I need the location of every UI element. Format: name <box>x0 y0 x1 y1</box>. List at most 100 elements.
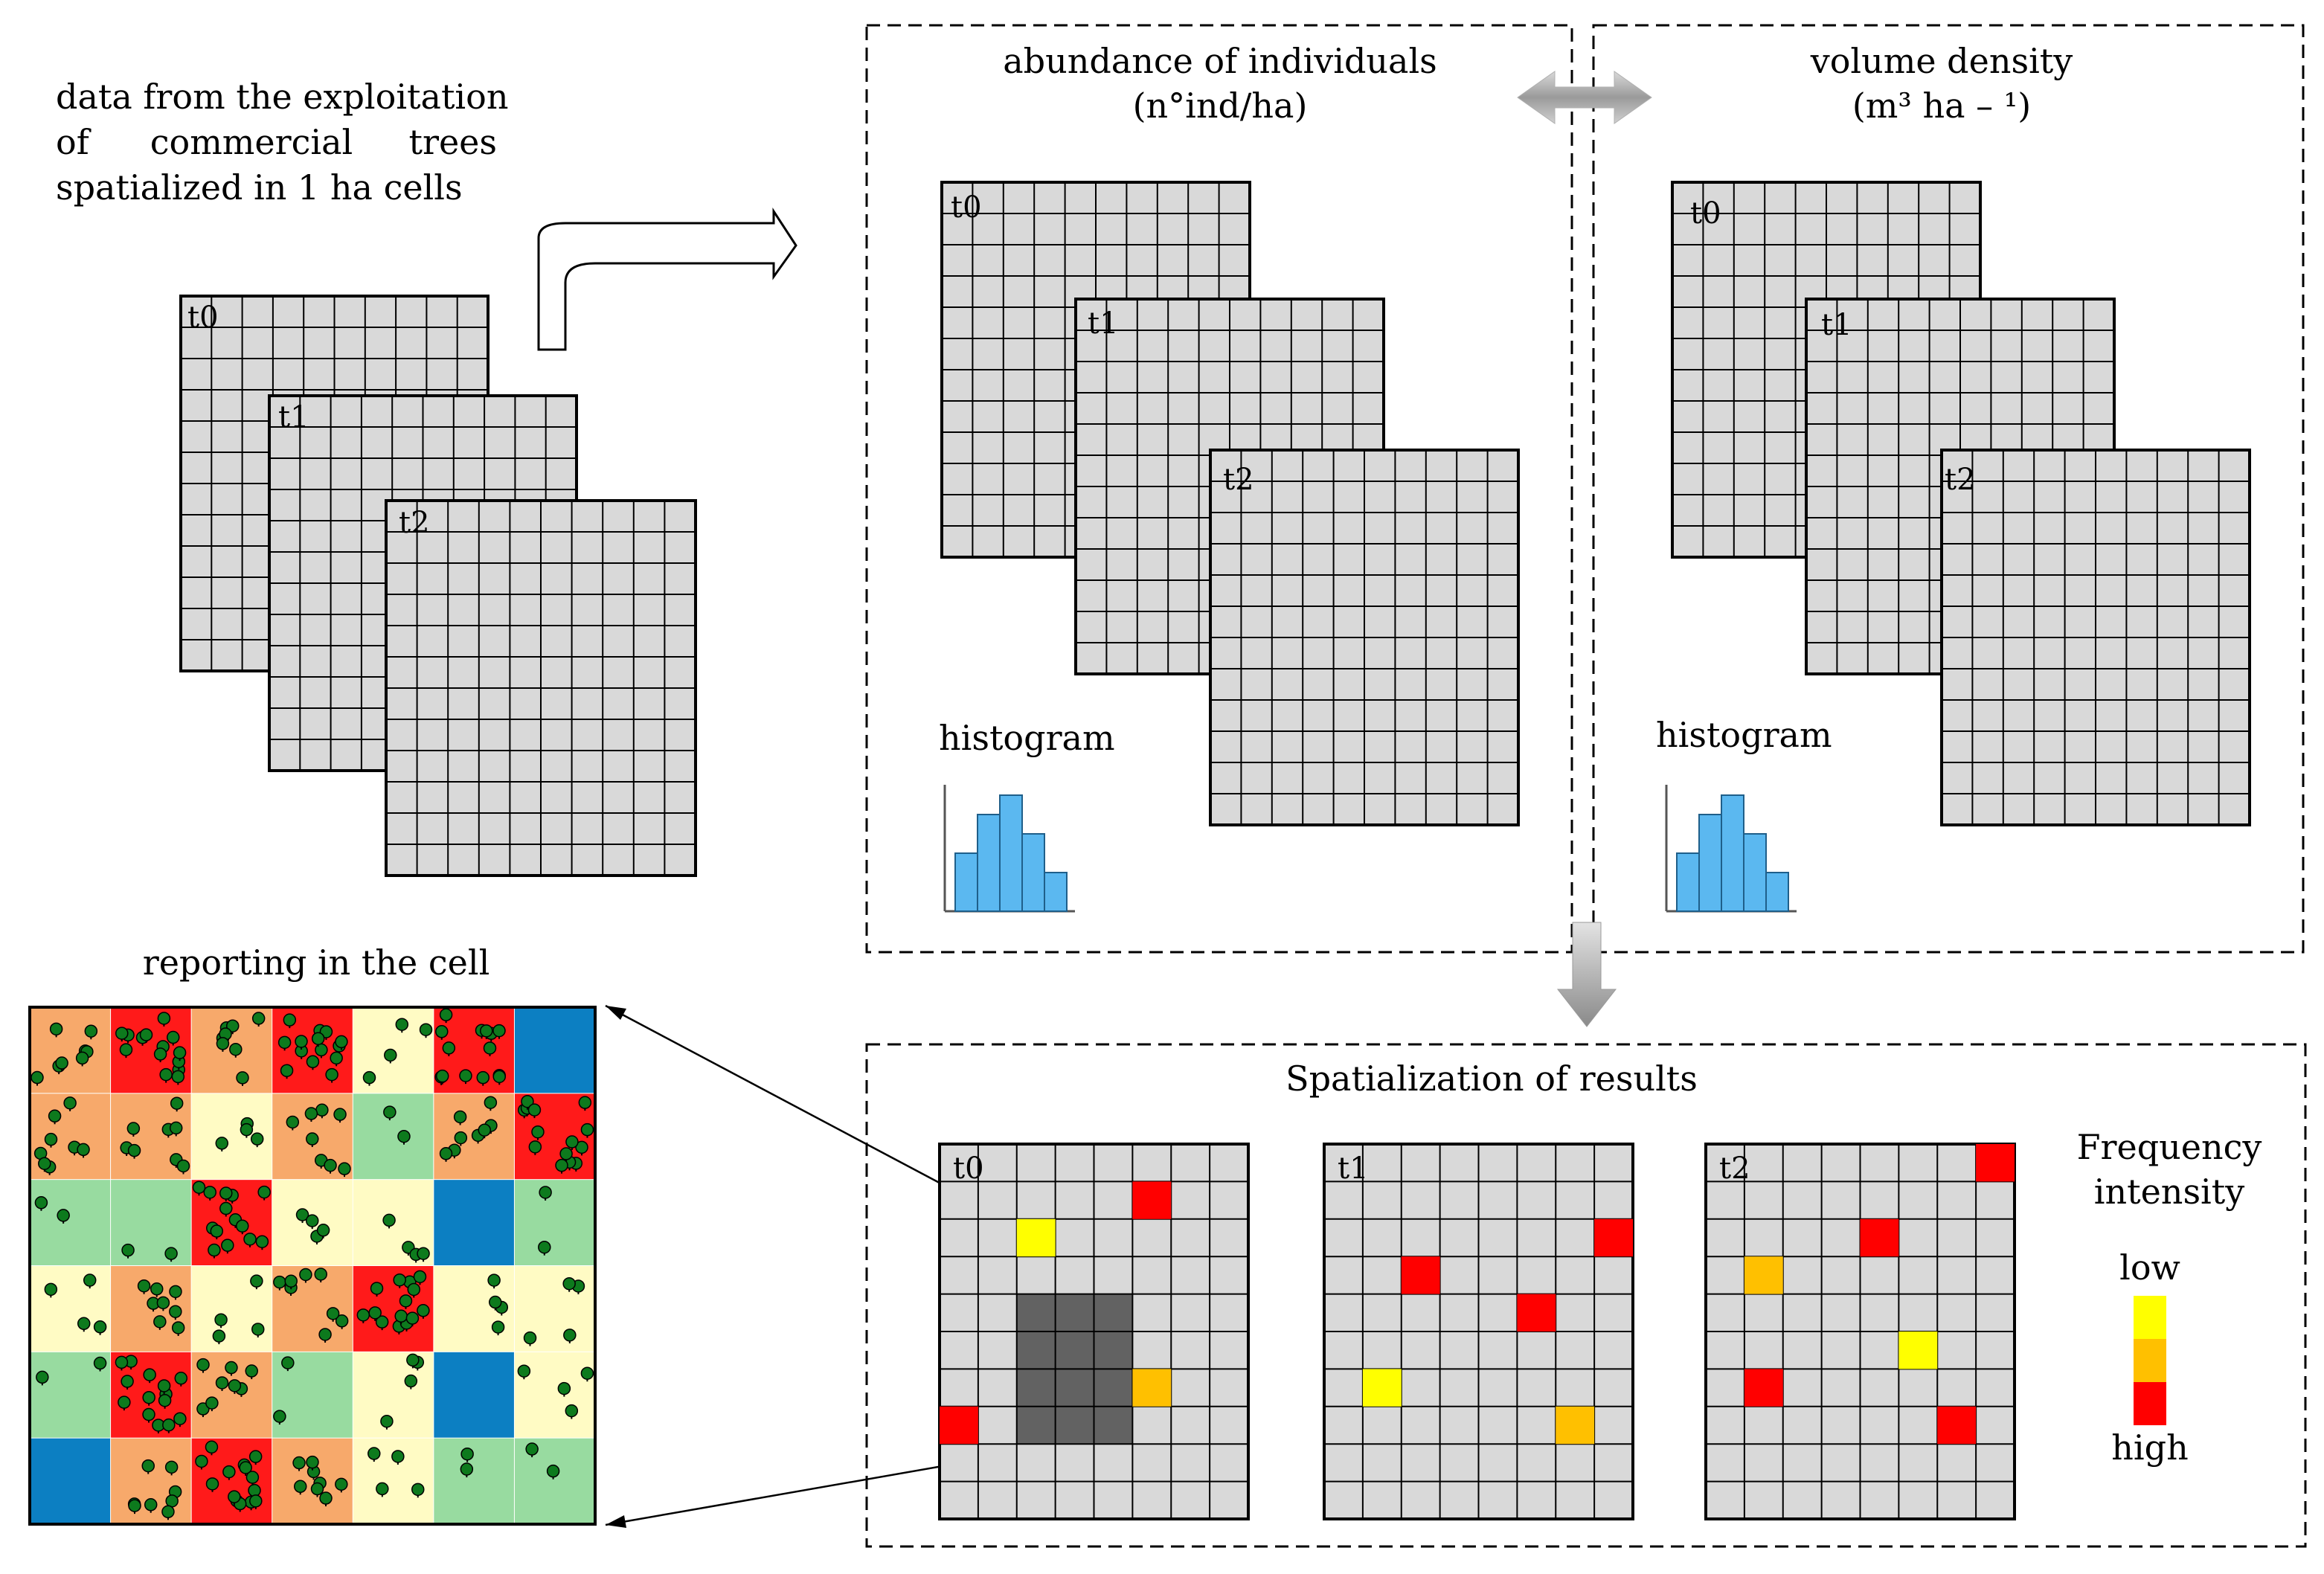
tree-icon <box>115 1027 129 1040</box>
result-cell <box>1517 1294 1556 1332</box>
tree-icon <box>395 1018 409 1031</box>
grid-layer-t2: t2 <box>1940 449 2251 826</box>
tree-icon <box>404 1374 418 1388</box>
tree-icon <box>139 1028 153 1041</box>
tree-icon <box>49 1022 63 1036</box>
highlight-window <box>1016 1294 1133 1445</box>
tree-icon <box>137 1279 151 1293</box>
tree-icon <box>240 1122 254 1137</box>
tree-icon <box>478 1123 492 1137</box>
tree-icon <box>225 1361 238 1375</box>
grid-time-label: t0 <box>187 301 219 335</box>
result-cell <box>940 1406 978 1445</box>
tree-icon <box>229 1042 243 1056</box>
connector-arrowhead <box>606 1006 626 1020</box>
tree-icon <box>476 1070 490 1085</box>
legend-high-label: high <box>2111 1427 2188 1468</box>
tree-icon <box>239 1461 252 1474</box>
tree-icon <box>538 1240 551 1254</box>
grid-layer-t2: t2 <box>385 499 697 877</box>
histogram-icon <box>1665 785 1797 913</box>
tree-icon <box>460 1447 474 1461</box>
tree-icon <box>250 1132 264 1146</box>
tree-icon <box>559 1147 573 1160</box>
tree-icon <box>492 1024 506 1038</box>
tree-icon <box>93 1320 107 1334</box>
tree-icon <box>375 1315 389 1329</box>
intro-word-of: of <box>56 122 92 162</box>
tree-icon <box>118 1395 131 1409</box>
tree-icon <box>119 1043 133 1056</box>
tree-icon <box>159 1067 173 1082</box>
result-cell <box>1132 1369 1172 1407</box>
spatialization-title: Spatialization of results <box>1285 1059 1698 1099</box>
tree-icon <box>367 1447 381 1460</box>
legend-high-swatch <box>2134 1382 2166 1425</box>
tree-icon <box>250 1274 263 1288</box>
tree-icon <box>195 1454 208 1468</box>
volume-title: volume density <box>1810 41 2073 81</box>
tree-icon <box>383 1105 397 1119</box>
volume-panel-frame <box>1592 24 2305 954</box>
tree-icon <box>84 1024 98 1038</box>
tree-icon <box>299 1268 312 1282</box>
tree-icon <box>306 1455 319 1469</box>
tree-icon <box>153 1315 167 1329</box>
tree-icon <box>286 1115 300 1129</box>
tree-icon <box>575 1140 588 1154</box>
abundance-title: abundance of individuals <box>1003 41 1437 81</box>
tree-icon <box>453 1110 467 1124</box>
tree-icon <box>310 1482 324 1496</box>
tree-icon <box>75 1051 89 1065</box>
tree-icon <box>546 1464 560 1478</box>
map-cell <box>190 1437 273 1525</box>
tree-icon <box>121 1375 134 1388</box>
tree-icon <box>305 1214 319 1227</box>
tree-icon <box>523 1331 537 1345</box>
tree-icon <box>158 1393 172 1407</box>
histogram-label: histogram <box>1656 715 1832 755</box>
tree-icon <box>161 1505 175 1519</box>
tree-icon <box>164 1460 179 1474</box>
result-cell <box>1401 1256 1440 1294</box>
tree-icon <box>203 1186 216 1199</box>
abundance-unit: (n°ind/ha) <box>1133 86 1308 126</box>
result-cell <box>1860 1218 1899 1257</box>
tree-icon <box>330 1051 343 1065</box>
map-cell <box>352 1437 434 1525</box>
abundance-panel-frame <box>865 24 1573 954</box>
tree-icon <box>173 1412 187 1425</box>
grid-time-label: t2 <box>1945 463 1976 497</box>
tree-icon <box>565 1135 579 1149</box>
tree-icon <box>208 1243 221 1257</box>
tree-icon <box>192 1180 206 1194</box>
tree-icon <box>157 1379 171 1392</box>
tree-icon <box>417 1247 430 1260</box>
tree-icon <box>215 1137 229 1150</box>
grid-time-label: t0 <box>953 1151 984 1186</box>
tree-icon <box>393 1273 406 1287</box>
spatialization-frame <box>865 1043 2307 1548</box>
input-grid-stack: t0 t1 t2 <box>179 295 697 877</box>
tree-icon <box>326 1307 340 1320</box>
result-grid-t2: t2 <box>1704 1143 2016 1520</box>
tree-icon <box>442 1041 456 1055</box>
tree-icon <box>439 1147 453 1160</box>
tree-icon <box>170 1096 184 1110</box>
histogram-bar <box>1765 872 1789 912</box>
reporting-title: reporting in the cell <box>143 942 490 983</box>
grid-layer-t2: t2 <box>1209 449 1520 826</box>
tree-icon <box>63 1096 77 1110</box>
tree-icon <box>142 1390 155 1404</box>
grid-time-label: t1 <box>1088 306 1119 341</box>
tree-icon <box>196 1358 210 1372</box>
tree-icon <box>248 1483 261 1497</box>
map-cell <box>29 1437 112 1525</box>
tree-icon <box>580 1122 594 1137</box>
grid-border <box>1940 449 2251 826</box>
tree-icon <box>306 1132 319 1146</box>
histogram-bar <box>1044 872 1068 912</box>
tree-icon <box>150 1282 164 1296</box>
tree-icon <box>338 1162 351 1175</box>
